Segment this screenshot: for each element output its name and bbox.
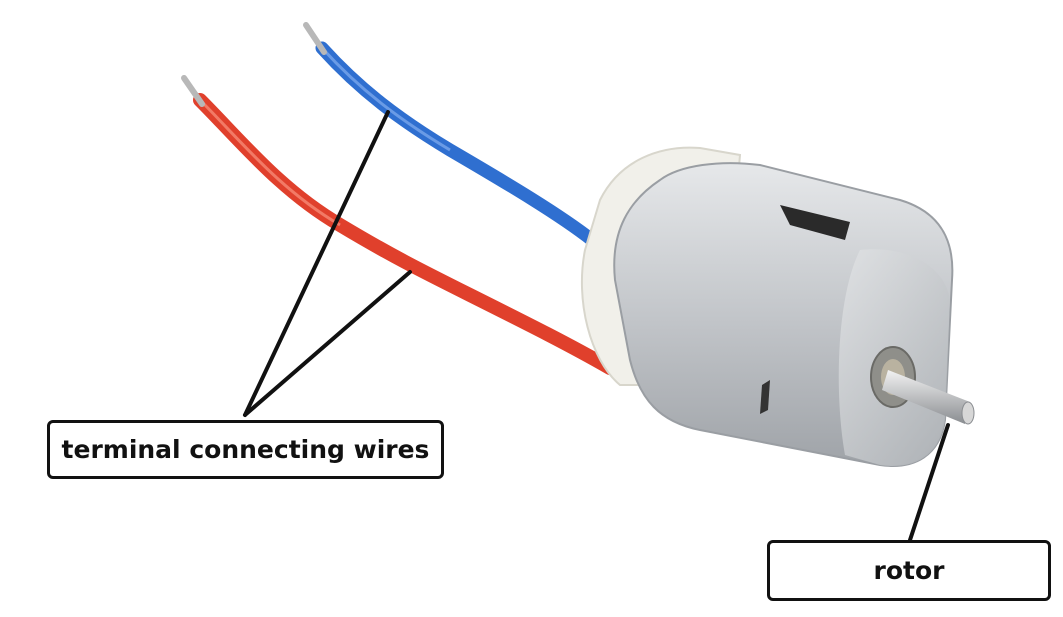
- pointer-line-red-wire: [243, 270, 412, 417]
- pointer-lines: [243, 110, 950, 542]
- blue-wire-tip: [303, 22, 327, 55]
- vent-slot: [780, 205, 850, 240]
- label-rotor: rotor: [767, 540, 1051, 601]
- label-terminal-connecting-wires: terminal connecting wires: [47, 420, 444, 479]
- pointer-line-rotor: [908, 423, 950, 542]
- pointer-line-blue-wire: [243, 110, 390, 417]
- side-slot: [760, 380, 770, 414]
- red-wire: [181, 75, 617, 375]
- rotor-shaft: [882, 370, 970, 424]
- red-wire-tip: [181, 75, 205, 107]
- blue-wire: [303, 22, 599, 247]
- shaft-tip: [961, 401, 975, 425]
